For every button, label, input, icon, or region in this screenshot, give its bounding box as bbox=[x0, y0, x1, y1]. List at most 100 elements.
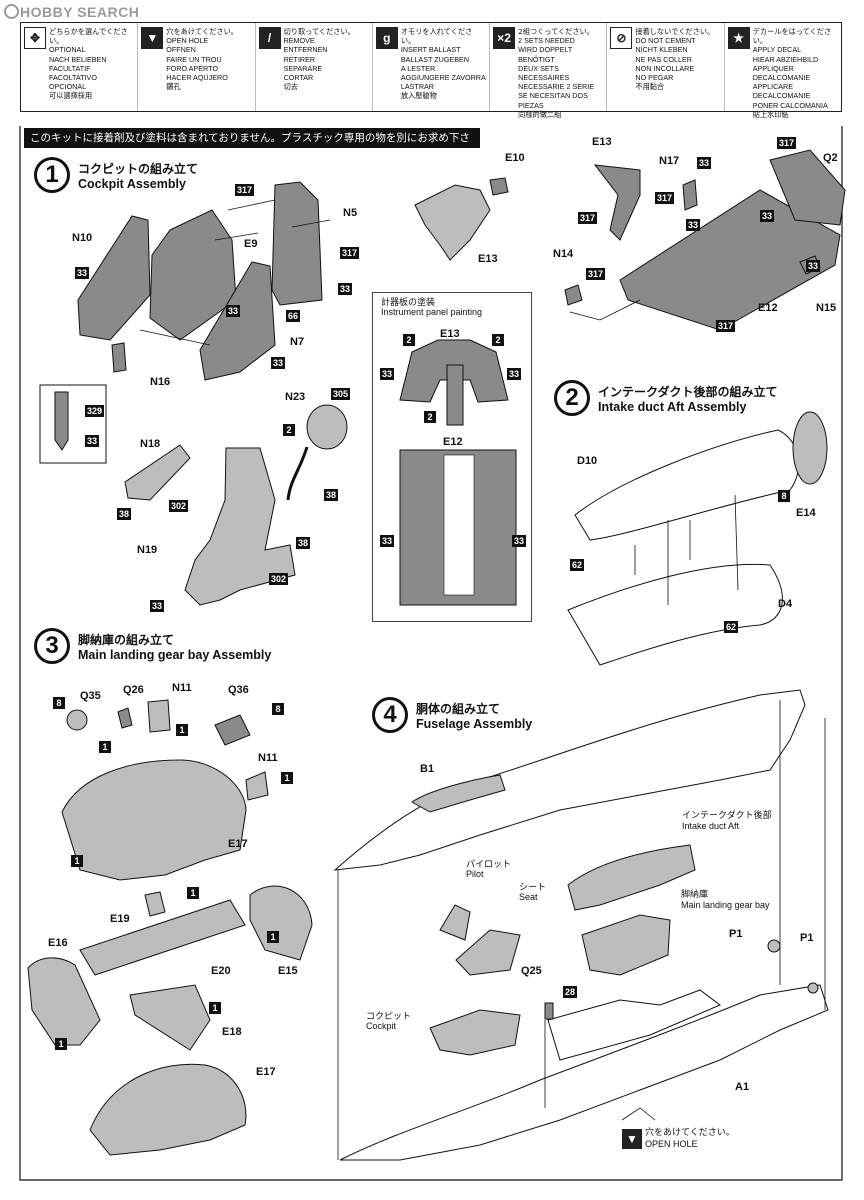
paint-code-badge: 33 bbox=[85, 435, 100, 447]
step-title-jp: コクピットの組み立て bbox=[78, 161, 199, 176]
step-title-en: Intake duct Aft Assembly bbox=[598, 399, 747, 414]
paint-code-badge: 62 bbox=[570, 559, 585, 571]
part-label-d10: D10 bbox=[577, 455, 598, 467]
paint-code-badge: 302 bbox=[169, 500, 189, 512]
legend-line: BALLAST ZUGEBEN bbox=[400, 54, 470, 64]
legend-line: HIEAR ABZIEHBILD bbox=[752, 54, 819, 64]
legend-line: 不用黏合 bbox=[635, 82, 665, 92]
paint-code-badge: 33 bbox=[512, 535, 527, 547]
step-number: 1 bbox=[34, 157, 70, 193]
legend-line: FACOLTATIVO bbox=[49, 73, 97, 83]
paint-code-badge: 317 bbox=[777, 137, 797, 149]
step-title-en: Fuselage Assembly bbox=[416, 716, 533, 731]
callout-label: 脚納庫 bbox=[681, 890, 709, 900]
main-landing-gear-bay bbox=[27, 699, 313, 1156]
callout-label: インテークダクト後部 bbox=[682, 811, 772, 821]
callout-label: コクピット bbox=[366, 1012, 412, 1022]
legend-line: NECESSARIE 2 SERIE bbox=[518, 82, 595, 92]
part-label-q2: Q2 bbox=[823, 152, 838, 164]
paint-code-badge: 33 bbox=[226, 305, 241, 317]
step-title-en: Cockpit Assembly bbox=[78, 176, 186, 191]
instrument-panel-painting-box bbox=[372, 292, 532, 622]
paint-code-badge: 305 bbox=[331, 388, 351, 400]
paint-code-badge: 38 bbox=[324, 489, 339, 501]
paint-code-badge: 1 bbox=[267, 931, 279, 943]
part-label-e14: E14 bbox=[796, 507, 816, 519]
paint-code-badge: 317 bbox=[655, 192, 675, 204]
part-label-p1: P1 bbox=[729, 928, 743, 940]
part-label-e18: E18 bbox=[222, 1026, 242, 1038]
part-label-e9: E9 bbox=[244, 238, 258, 250]
weight-icon: g bbox=[375, 27, 398, 49]
part-label-e13: E13 bbox=[440, 328, 460, 340]
callout-label: Cockpit bbox=[366, 1021, 397, 1031]
drill-icon: ▼ bbox=[141, 27, 164, 49]
times-two-icon: ×2 bbox=[493, 27, 516, 49]
legend-line: 鑽孔 bbox=[166, 82, 181, 92]
part-label-n18: N18 bbox=[140, 438, 161, 450]
part-label-e20: E20 bbox=[211, 965, 231, 977]
drill-icon: ▼ bbox=[622, 1129, 642, 1149]
legend-line: 2組つくってください。 bbox=[518, 27, 594, 36]
paint-code-badge: 317 bbox=[586, 268, 606, 280]
paint-code-badge: 1 bbox=[281, 772, 293, 784]
cutter-icon: / bbox=[258, 27, 281, 49]
part-label-e16: E16 bbox=[48, 937, 68, 949]
watermark-text: HOBBY SEARCH bbox=[20, 4, 140, 20]
part-label-e17: E17 bbox=[228, 838, 248, 850]
legend-line: OPTIONAL bbox=[49, 45, 86, 55]
callout-label: Seat bbox=[519, 892, 538, 902]
legend-line: OPEN HOLE bbox=[166, 36, 209, 46]
step-title-en: Main landing gear bay Assembly bbox=[78, 647, 272, 662]
legend-line: DO NOT CEMENT bbox=[635, 36, 696, 46]
paint-code-badge: 33 bbox=[507, 368, 522, 380]
paint-code-badge: 317 bbox=[716, 320, 736, 332]
legend-line: LASTRAR bbox=[400, 82, 434, 92]
paint-code-badge: 2 bbox=[492, 334, 504, 346]
part-label-n11: N11 bbox=[258, 752, 278, 764]
part-label-n10: N10 bbox=[72, 232, 93, 244]
legend-line: INSERT BALLAST bbox=[400, 45, 461, 55]
instrument-panel-title-jp: 計器板の塗装 bbox=[381, 298, 436, 308]
hobbysearch-watermark: HOBBY SEARCH bbox=[4, 4, 139, 20]
open-hole-en: OPEN HOLE bbox=[645, 1139, 698, 1149]
legend-line: CORTAR bbox=[283, 73, 314, 83]
optional-arrows-icon: ✥ bbox=[24, 27, 46, 49]
step-number: 2 bbox=[554, 380, 590, 416]
legend-line: FAIRE UN TROU bbox=[166, 54, 222, 64]
legend-line: 切り取ってください。 bbox=[283, 27, 355, 36]
paint-code-badge: 1 bbox=[187, 887, 199, 899]
legend-line: FORO APERTO bbox=[166, 63, 218, 73]
step-title-jp: 胴体の組み立て bbox=[416, 701, 501, 716]
legend-line: NE PAS COLLER bbox=[635, 54, 692, 64]
paint-code-badge: 8 bbox=[53, 697, 65, 709]
open-hole-jp: 穴をあけてください。 bbox=[645, 1128, 735, 1138]
step-title-jp: 脚納庫の組み立て bbox=[78, 632, 175, 647]
step-number: 3 bbox=[34, 628, 70, 664]
part-label-q25: Q25 bbox=[521, 965, 542, 977]
paint-code-badge: 1 bbox=[99, 741, 111, 753]
paint-code-badge: 33 bbox=[271, 357, 286, 369]
part-label-n16: N16 bbox=[150, 376, 171, 388]
part-label-q35: Q35 bbox=[80, 690, 101, 702]
legend-line: APPLIQUER DECALCOMANIE bbox=[752, 63, 811, 83]
legend-line: 穴をあけてください。 bbox=[166, 27, 238, 36]
paint-code-badge: 8 bbox=[778, 490, 790, 502]
legend-line: 接着しないでください。 bbox=[635, 27, 715, 36]
legend-line: A LESTER bbox=[400, 63, 436, 73]
part-label-n19: N19 bbox=[137, 544, 158, 556]
paint-code-badge: 33 bbox=[338, 283, 353, 295]
legend-line: NICHT KLEBEN bbox=[635, 45, 688, 55]
paint-code-badge: 1 bbox=[55, 1038, 67, 1050]
part-label-n14: N14 bbox=[553, 248, 574, 260]
